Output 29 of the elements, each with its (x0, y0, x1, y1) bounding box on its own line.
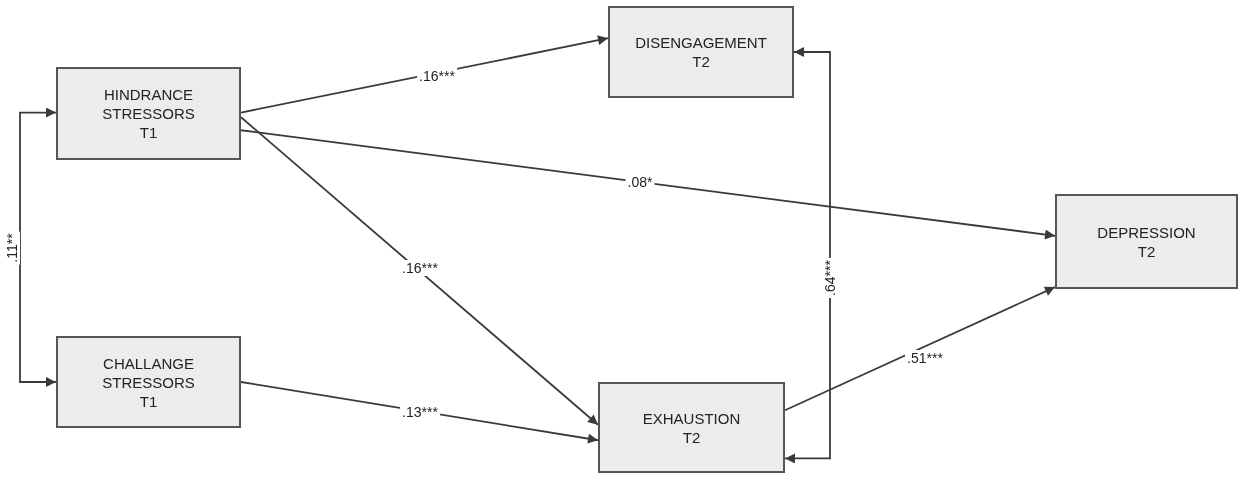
arrow (784, 47, 831, 464)
arrow (240, 129, 1056, 240)
path-coefficient: .11** (4, 231, 20, 265)
variable-label: HINDRANCE STRESSORS (101, 85, 196, 123)
variable-label: EXHAUSTION (641, 408, 742, 428)
variable-box (1055, 194, 1238, 289)
variable-label: DISENGAGEMENT (634, 33, 768, 52)
variable-box (56, 336, 241, 428)
arrow (240, 381, 599, 444)
variable-label: CHALLANGE STRESSORS (101, 353, 196, 392)
variable-box (56, 67, 241, 160)
variable-label: T2 (691, 52, 711, 71)
path-coefficient: .64*** (822, 258, 838, 298)
variable-label: DEPRESSION (1096, 222, 1197, 242)
arrow (240, 116, 599, 426)
path-coefficient: .13*** (400, 404, 440, 420)
variable-box (598, 382, 785, 473)
path-coefficient: .16*** (400, 260, 440, 276)
path-coefficient: .08* (625, 174, 655, 190)
variable-label: T2 (681, 427, 702, 447)
variable-box (608, 6, 794, 98)
variable-label: T1 (138, 123, 159, 142)
variable-label: T2 (1136, 241, 1157, 261)
arrow (240, 35, 609, 114)
arrow (784, 286, 1056, 412)
path-coefficient: .16*** (417, 68, 457, 84)
variable-label: T1 (138, 391, 159, 411)
arrow (19, 107, 57, 387)
path-coefficient: .51*** (905, 350, 945, 366)
